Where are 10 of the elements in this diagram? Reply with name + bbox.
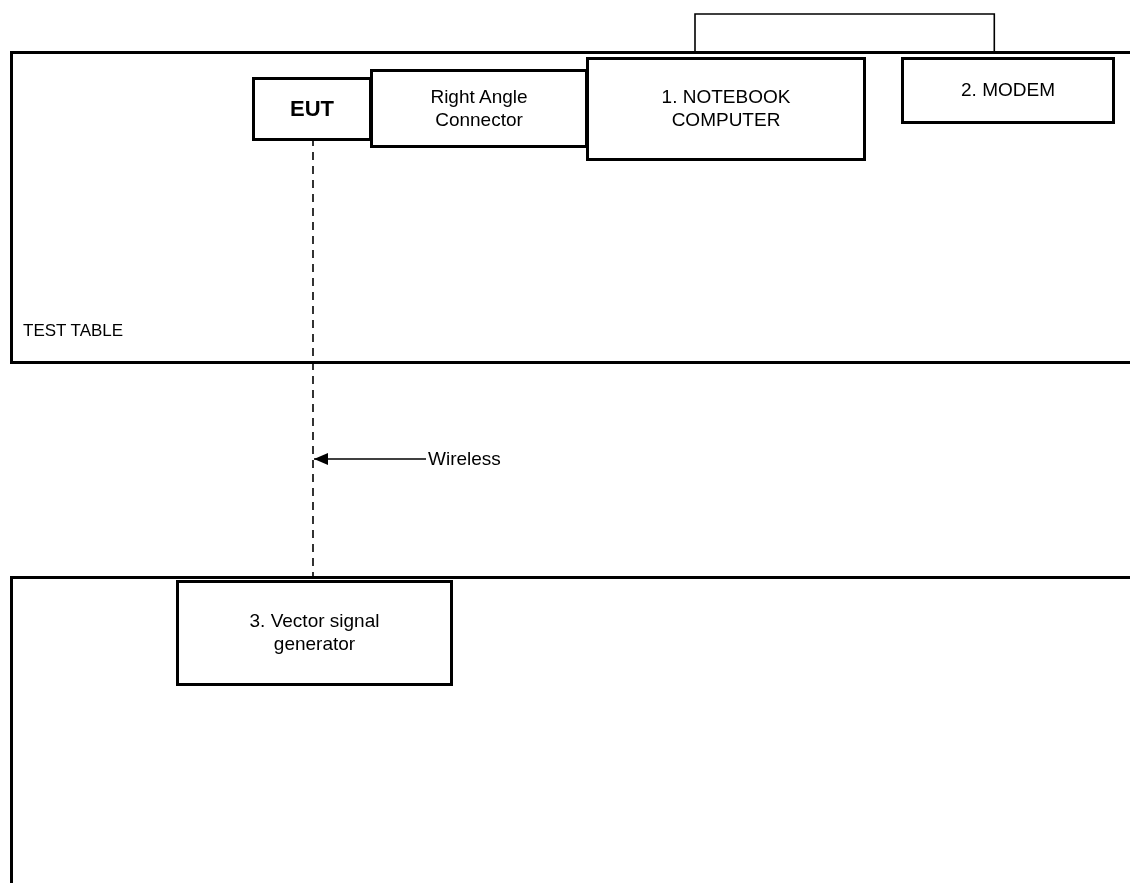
device-box: EUT xyxy=(252,77,372,141)
arrow xyxy=(313,453,427,465)
device-box: 2. MODEM xyxy=(901,57,1115,124)
device-box: Right Angle Connector xyxy=(370,69,588,148)
device-box: 1. NOTEBOOK COMPUTER xyxy=(586,57,866,161)
table-outline xyxy=(10,51,1130,364)
table-label: TEST TABLE xyxy=(23,321,124,341)
device-box: 3. Vector signal generator xyxy=(176,580,453,686)
table-outline xyxy=(10,576,1130,883)
wireless-label: Wireless xyxy=(428,447,501,471)
